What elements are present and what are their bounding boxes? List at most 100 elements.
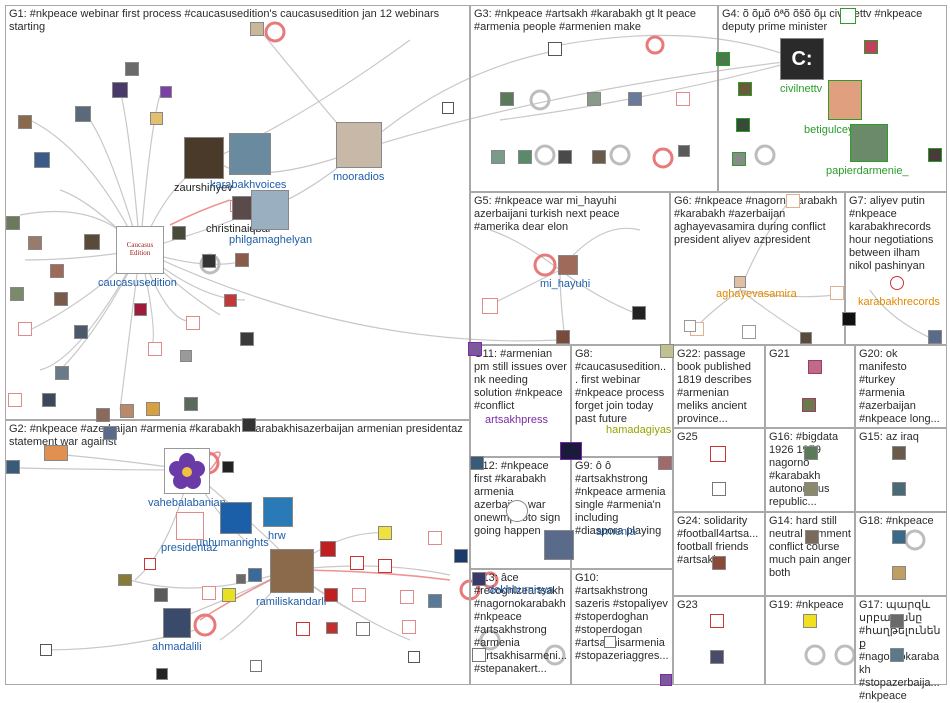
node-avatar[interactable] — [800, 332, 812, 344]
node-avatar[interactable] — [587, 92, 601, 106]
node-avatar[interactable] — [6, 216, 20, 230]
node-avatar[interactable] — [830, 286, 844, 300]
node-avatar[interactable] — [250, 22, 264, 36]
node-avatar[interactable] — [928, 330, 942, 344]
node-avatar[interactable] — [892, 530, 906, 544]
node-avatar[interactable] — [402, 620, 416, 634]
node-avatar[interactable] — [44, 445, 68, 461]
node-mi_hayuhi[interactable] — [558, 255, 578, 275]
node-avatar[interactable] — [482, 298, 498, 314]
node-avatar[interactable] — [738, 82, 752, 96]
node-avatar[interactable] — [548, 42, 562, 56]
node-avatar[interactable] — [172, 226, 186, 240]
node-avatar[interactable] — [103, 426, 117, 440]
node-avatar[interactable] — [732, 152, 746, 166]
node-vahebalabanian[interactable] — [164, 448, 210, 494]
node-avatar[interactable] — [235, 253, 249, 267]
node-avatar[interactable] — [326, 622, 338, 634]
node-avatar[interactable] — [518, 150, 532, 164]
node-avatar[interactable] — [356, 622, 370, 636]
node-avatar[interactable] — [558, 150, 572, 164]
node-avatar[interactable] — [148, 342, 162, 356]
node-mooradios[interactable] — [336, 122, 382, 168]
node-avatar[interactable] — [146, 402, 160, 416]
node-avatar[interactable] — [892, 446, 906, 460]
node-avatar[interactable] — [928, 148, 942, 162]
node-avatar[interactable] — [454, 549, 468, 563]
node-presidentaz[interactable] — [176, 512, 204, 540]
node-avatar[interactable] — [350, 556, 364, 570]
node-avatar[interactable] — [892, 482, 906, 496]
node-avatar[interactable] — [324, 588, 338, 602]
node-avatar[interactable] — [120, 404, 134, 418]
node-avatar[interactable] — [890, 614, 904, 628]
node-avatar[interactable] — [604, 636, 616, 648]
node-unhumanrights[interactable] — [220, 502, 252, 534]
node-betigulceylan[interactable] — [828, 80, 862, 120]
node-avatar[interactable] — [710, 446, 726, 462]
node-avatar[interactable] — [470, 456, 484, 470]
node-avatar[interactable] — [180, 350, 192, 362]
node-avatar[interactable] — [34, 152, 50, 168]
node-avatar[interactable] — [378, 526, 392, 540]
node-avatar[interactable] — [54, 292, 68, 306]
node-karabakhvoices[interactable] — [229, 133, 271, 175]
node-zaurshiriyev[interactable] — [184, 137, 224, 179]
node-avatar[interactable] — [202, 586, 216, 600]
node-avatar[interactable] — [75, 106, 91, 122]
node-avatar[interactable] — [802, 398, 816, 412]
node-avatar[interactable] — [804, 446, 818, 460]
node-avatar[interactable] — [892, 566, 906, 580]
node-avatar[interactable] — [118, 574, 132, 586]
node-avatar[interactable] — [202, 254, 216, 268]
node-avatar[interactable] — [125, 62, 139, 76]
node-avatar[interactable] — [134, 303, 147, 316]
node-avatar[interactable] — [712, 482, 726, 496]
node-avatar[interactable] — [506, 500, 528, 522]
node-avatar[interactable] — [112, 82, 128, 98]
node-avatar[interactable] — [468, 342, 482, 356]
node-avatar[interactable] — [352, 588, 366, 602]
node-avatar[interactable] — [500, 92, 514, 106]
node-avatar[interactable] — [734, 276, 746, 288]
node-philgamaghelyan[interactable] — [251, 190, 289, 230]
node-avatar[interactable] — [84, 234, 100, 250]
node-avatar[interactable] — [678, 145, 690, 157]
node-avatar[interactable] — [248, 568, 262, 582]
node-avatar[interactable] — [154, 588, 168, 602]
node-civilnettv[interactable]: C: — [780, 38, 824, 80]
node-avatar[interactable] — [803, 614, 817, 628]
node-avatar[interactable] — [804, 482, 818, 496]
node-avatar[interactable] — [442, 102, 454, 114]
node-ahmadalili[interactable] — [163, 608, 191, 638]
node-avatar[interactable] — [242, 418, 256, 432]
node-avatar[interactable] — [472, 648, 486, 662]
node-avatar[interactable] — [592, 150, 606, 164]
node-avatar[interactable] — [222, 588, 236, 602]
node-hrw[interactable] — [263, 497, 293, 527]
node-avatar[interactable] — [491, 150, 505, 164]
node-avatar[interactable] — [236, 574, 246, 584]
node-avatar[interactable] — [660, 344, 674, 358]
node-avatar[interactable] — [144, 558, 156, 570]
node-avatar[interactable] — [660, 674, 672, 686]
node-avatar[interactable] — [658, 456, 672, 470]
node-avatar[interactable] — [710, 650, 724, 664]
node-avatar[interactable] — [224, 294, 237, 307]
node-avatar[interactable] — [544, 530, 574, 560]
node-avatar[interactable] — [805, 530, 819, 544]
node-avatar[interactable] — [18, 322, 32, 336]
node-avatar[interactable] — [150, 112, 163, 125]
node-avatar[interactable] — [890, 276, 904, 290]
node-avatar[interactable] — [96, 408, 110, 422]
node-avatar[interactable] — [378, 559, 392, 573]
node-avatar[interactable] — [628, 92, 642, 106]
node-avatar[interactable] — [684, 320, 696, 332]
node-avatar[interactable] — [808, 360, 822, 374]
node-avatar[interactable] — [250, 660, 262, 672]
node-papierdarmenie[interactable] — [850, 124, 888, 162]
node-caucasusedition[interactable]: Caucasus Edition — [116, 226, 164, 274]
node-avatar[interactable] — [556, 330, 570, 344]
node-avatar[interactable] — [632, 306, 646, 320]
node-avatar[interactable] — [156, 668, 168, 680]
